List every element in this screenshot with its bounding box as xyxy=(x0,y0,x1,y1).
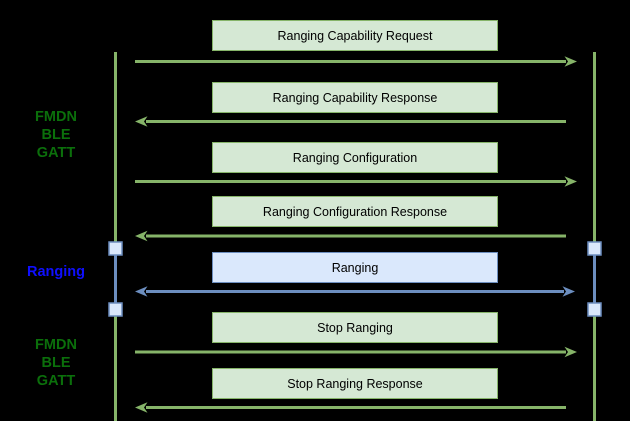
message-label: Ranging xyxy=(331,260,379,275)
phase-label-line: Ranging xyxy=(27,264,85,280)
message-label: Ranging Capability Response xyxy=(272,90,438,105)
arrow-stop-ranging xyxy=(135,346,577,358)
phase-label-line: GATT xyxy=(36,145,76,161)
arrow-ranging-capability-request xyxy=(135,56,577,67)
message-box-ranging-capability-response: Ranging Capability Response xyxy=(212,82,498,113)
phase-label-line: FMDN xyxy=(35,337,77,353)
right-ranging-start-marker xyxy=(587,241,602,256)
message-box-ranging: Ranging xyxy=(212,252,498,283)
phase-label-line: BLE xyxy=(41,355,71,371)
phase-label-fmdn-ble-gatt-bottom: FMDN BLE GATT xyxy=(6,336,106,390)
left-ranging-end-marker xyxy=(108,302,123,317)
phase-label-fmdn-ble-gatt-top: FMDN BLE GATT xyxy=(6,108,106,162)
phase-label-line: BLE xyxy=(41,127,71,143)
message-box-ranging-configuration-response: Ranging Configuration Response xyxy=(212,196,498,227)
message-label: Ranging Configuration Response xyxy=(262,204,448,219)
phase-label-ranging: Ranging xyxy=(6,263,106,281)
message-label: Stop Ranging Response xyxy=(287,376,423,391)
arrow-stop-ranging-response xyxy=(135,402,566,413)
arrow-ranging-capability-response xyxy=(135,116,566,127)
phase-label-line: FMDN xyxy=(35,109,77,125)
phase-label-line: GATT xyxy=(36,373,76,389)
message-box-ranging-configuration: Ranging Configuration xyxy=(212,142,498,173)
arrow-ranging-configuration-response xyxy=(135,230,566,242)
message-box-ranging-capability-request: Ranging Capability Request xyxy=(212,20,498,51)
message-label: Ranging Configuration xyxy=(292,150,418,165)
right-ranging-end-marker xyxy=(587,302,602,317)
arrow-ranging-configuration xyxy=(135,176,577,187)
message-box-stop-ranging: Stop Ranging xyxy=(212,312,498,343)
message-label: Stop Ranging xyxy=(317,320,393,335)
arrow-ranging-bidirectional xyxy=(135,286,575,297)
message-box-stop-ranging-response: Stop Ranging Response xyxy=(212,368,498,399)
message-label: Ranging Capability Request xyxy=(277,28,433,43)
left-ranging-start-marker xyxy=(108,241,123,256)
